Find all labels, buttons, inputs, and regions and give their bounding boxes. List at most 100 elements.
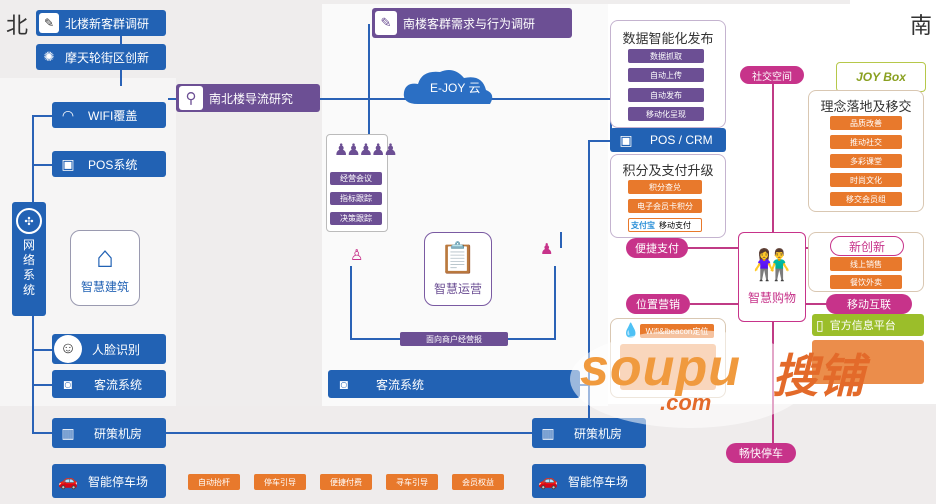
innovation-item-1[interactable]: 线上销售 — [830, 257, 902, 271]
easy-parking-tag[interactable]: 畅快停车 — [726, 443, 796, 463]
traffic-system-mid-box[interactable]: ◙ 客流系统 — [328, 370, 580, 398]
parking-tag-5[interactable]: 会员权益 — [452, 474, 504, 490]
person-right-icon: ♟ — [540, 241, 554, 258]
wifi-box[interactable]: ◠ WIFI覆盖 — [52, 102, 166, 128]
magnifier-icon: ⚲ — [179, 86, 203, 110]
south-corner-bg — [850, 0, 936, 30]
server-room-left-label: 研策机房 — [94, 426, 143, 441]
meeting-item-3[interactable]: 决策跟踪 — [330, 212, 382, 225]
joy-item-5[interactable]: 移交会员组 — [830, 192, 902, 206]
official-platform-label: 官方信息平台 — [829, 320, 896, 332]
line-flow-cloud — [320, 98, 420, 100]
line-pos — [32, 164, 52, 166]
south-survey-label: 南楼客群需求与行为调研 — [403, 16, 536, 31]
smart-ops-box[interactable]: 📋 智慧运营 — [424, 232, 492, 306]
parking-left-box[interactable]: 🚗 智能停车场 — [52, 464, 166, 498]
server-room-right-box[interactable]: ▥ 研策机房 — [532, 418, 646, 448]
parking-tag-1[interactable]: 自动抬杆 — [188, 474, 240, 490]
server-room-right-label: 研策机房 — [574, 426, 623, 441]
joy-item-1[interactable]: 品质改善 — [830, 116, 902, 130]
pos-system-box[interactable]: ▣ POS系统 — [52, 151, 166, 177]
watermark-dotcom: .com — [660, 390, 712, 415]
points-pay-title: 积分及支付升级 — [622, 163, 714, 178]
south-survey-box[interactable]: ✎ 南楼客群需求与行为调研 — [372, 8, 572, 38]
smart-building-label: 智慧建筑 — [80, 279, 129, 294]
server-room-left-box[interactable]: ▥ 研策机房 — [52, 418, 166, 448]
smart-building-box[interactable]: ⌂ 智慧建筑 — [70, 230, 140, 306]
network-char-2: 络 — [22, 253, 35, 267]
watermark-cn: 搜铺 — [772, 350, 864, 402]
joy-box-logo: JOY Box — [836, 62, 926, 92]
south-label: 南 — [910, 13, 933, 38]
convenient-pay-tag[interactable]: 便捷支付 — [626, 238, 688, 258]
line-pay — [680, 247, 740, 249]
innovation-item-2[interactable]: 餐饮外卖 — [830, 275, 902, 289]
north-label: 北 — [6, 13, 29, 38]
social-space-tag[interactable]: 社交空间 — [740, 66, 804, 84]
line-face — [32, 349, 52, 351]
parking-tag-3[interactable]: 便捷付费 — [320, 474, 372, 490]
joy-item-4[interactable]: 时尚文化 — [830, 173, 902, 187]
flow-study-box[interactable]: ⚲ 南北楼导流研究 — [176, 84, 320, 112]
north-survey-label: 北楼新客群调研 — [65, 16, 150, 31]
camera-icon: ◙ — [63, 376, 73, 392]
data-publish-item-1[interactable]: 数据抓取 — [628, 49, 704, 63]
cloud-label: E-JOY 云 — [430, 81, 481, 95]
smart-ops-label: 智慧运营 — [433, 281, 482, 296]
smart-shopping-label: 智慧购物 — [747, 290, 796, 305]
traffic-system-left-box[interactable]: ◙ 客流系统 — [52, 370, 166, 398]
joy-panel — [808, 90, 924, 212]
mobile-internet-tag[interactable]: 移动互联 — [826, 294, 912, 314]
network-system-box[interactable]: ✣ 网 络 系 统 — [12, 202, 46, 316]
line-wifi — [32, 115, 52, 117]
points-pay-item-3-label: 移动支付 — [659, 220, 691, 230]
line-right-pos — [588, 140, 610, 142]
data-publish-item-2[interactable]: 自动上传 — [628, 68, 704, 82]
survey-doc-icon: ✎ — [39, 13, 59, 33]
joy-item-2[interactable]: 推动社交 — [830, 135, 902, 149]
line-mobile — [804, 303, 834, 305]
survey-clipboard-icon: ✎ — [375, 11, 397, 35]
pos-system-label: POS系统 — [88, 157, 138, 172]
parking-tag-4[interactable]: 寻车引导 — [386, 474, 438, 490]
parking-tag-2[interactable]: 停车引导 — [254, 474, 306, 490]
data-publish-title: 数据智能化发布 — [622, 31, 714, 46]
face-recognition-box[interactable]: ☺ 人脸识别 — [52, 334, 166, 364]
droplet-icon: 💧 — [622, 322, 640, 338]
line-merchant-left — [350, 266, 352, 340]
line-right-vertical — [588, 140, 590, 430]
points-pay-item-2[interactable]: 电子会员卡积分 — [628, 199, 702, 213]
meeting-item-2[interactable]: 指标跟踪 — [330, 192, 382, 205]
parking-right-label: 智能停车场 — [568, 474, 629, 489]
official-platform-box[interactable]: ▯ 官方信息平台 — [812, 314, 924, 336]
points-pay-item-3[interactable]: 支付宝 移动支付 — [628, 218, 702, 232]
merchant-report-box[interactable]: 面向商户经营报 — [400, 332, 508, 346]
pos-crm-box[interactable]: ▣ POS / CRM — [610, 128, 726, 152]
pos-crm-label: POS / CRM — [650, 133, 713, 147]
ferris-wheel-box[interactable]: ✺ 摩天轮街区创新 — [36, 44, 166, 70]
pos-crm-icon: ▣ — [619, 131, 633, 148]
face-icon: ☺ — [54, 335, 82, 363]
wifi-icon: ◠ — [61, 106, 75, 123]
data-publish-item-3[interactable]: 自动发布 — [628, 88, 704, 102]
parking-left-label: 智能停车场 — [88, 474, 149, 489]
location-marketing-tag[interactable]: 位置营销 — [626, 294, 690, 314]
building-icon: ⌂ — [95, 240, 115, 274]
phone-icon: ▯ — [816, 316, 824, 333]
joy-item-3[interactable]: 多彩课堂 — [830, 154, 902, 168]
network-char-4: 统 — [22, 283, 35, 297]
data-publish-item-4[interactable]: 移动化呈现 — [628, 107, 704, 121]
watermark-ellipse — [570, 330, 810, 428]
points-pay-item-1[interactable]: 积分查兑 — [628, 180, 702, 194]
smart-shopping-box[interactable]: 👫 智慧购物 — [738, 232, 806, 322]
line-location — [690, 303, 740, 305]
car-left-icon: 🚗 — [58, 473, 78, 490]
camera-mid-icon: ◙ — [339, 376, 349, 392]
traffic-system-mid-label: 客流系统 — [376, 377, 425, 392]
parking-right-box[interactable]: 🚗 智能停车场 — [532, 464, 646, 498]
meeting-item-1[interactable]: 经营会议 — [330, 172, 382, 185]
north-survey-box[interactable]: ✎ 北楼新客群调研 — [36, 10, 166, 36]
network-char-3: 系 — [22, 268, 35, 282]
line-cloud-right — [490, 98, 610, 100]
flow-study-label: 南北楼导流研究 — [209, 91, 294, 106]
